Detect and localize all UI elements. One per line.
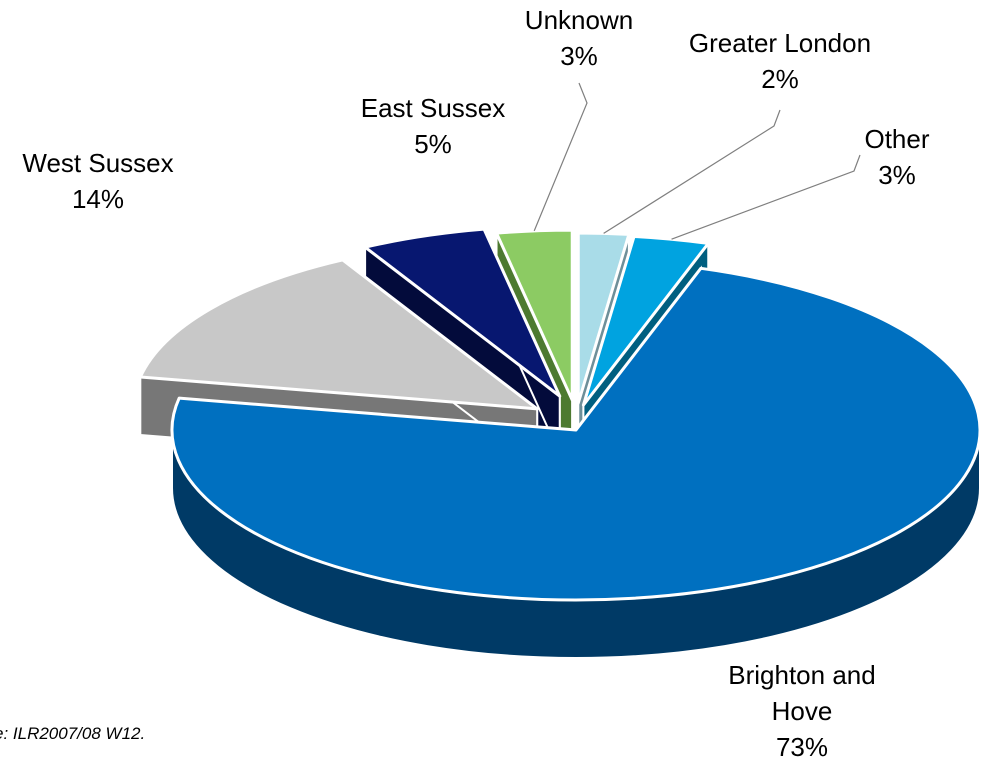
slice-other	[581, 234, 710, 407]
slice-value-unknown: 3%	[560, 41, 598, 71]
slice-value-brighton: 73%	[776, 732, 828, 762]
slice-label-east-sussex: East Sussex	[361, 93, 506, 123]
slice-greater-london	[576, 231, 631, 405]
slice-east-sussex	[363, 227, 562, 398]
slice-label-brighton-line2: Hove	[772, 696, 833, 726]
leader-line-other	[671, 154, 861, 240]
slice-label-greater-london: Greater London	[689, 28, 871, 58]
slice-unknown	[495, 228, 574, 402]
slice-value-greater-london: 2%	[761, 64, 799, 94]
slice-label-unknown: Unknown	[525, 5, 633, 35]
leader-line-unknown	[533, 82, 588, 232]
slice-label-west-sussex: West Sussex	[22, 148, 173, 178]
source-note: e: ILR2007/08 W12.	[0, 724, 146, 743]
slice-label-brighton-line1: Brighton and	[728, 660, 875, 690]
leader-lines	[533, 82, 861, 240]
slice-value-west-sussex: 14%	[72, 184, 124, 214]
slice-west-sussex	[138, 258, 539, 411]
slice-label-other: Other	[864, 124, 929, 154]
slice-value-east-sussex: 5%	[414, 129, 452, 159]
slice-tops	[138, 227, 982, 602]
leader-line-greater-london	[603, 109, 781, 234]
slice-value-other: 3%	[878, 160, 916, 190]
slice-brighton	[170, 266, 982, 602]
